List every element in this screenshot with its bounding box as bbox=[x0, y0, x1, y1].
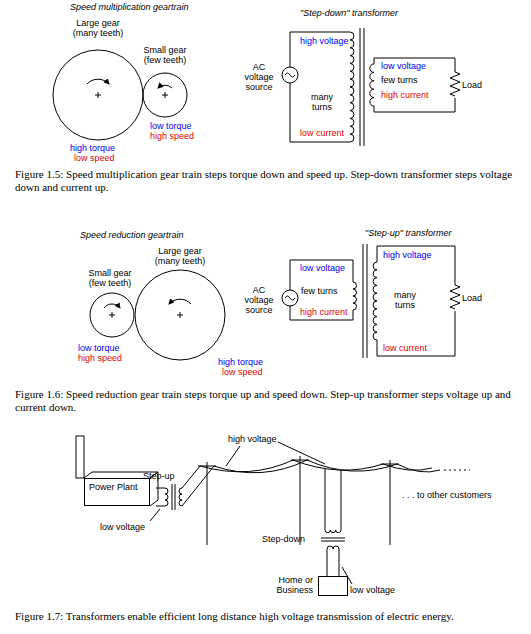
voltage-label: high voltage bbox=[300, 36, 349, 46]
load-resistor bbox=[450, 285, 460, 309]
gear-center bbox=[109, 312, 183, 318]
figure-caption: Figure 1.7: Transformers enable efficien… bbox=[15, 610, 520, 623]
plant-faces bbox=[84, 472, 158, 506]
figure-title: "Step-down" transformer bbox=[300, 8, 398, 18]
ac-sine bbox=[285, 296, 295, 300]
turns-label: few turns bbox=[381, 75, 418, 85]
turns-label: many turns bbox=[385, 290, 425, 310]
primary-wire bbox=[290, 260, 353, 320]
speed-label: low speed bbox=[222, 367, 263, 377]
transformer-core bbox=[363, 244, 367, 358]
gear-center bbox=[95, 92, 168, 98]
voltage-label: high voltage bbox=[383, 250, 432, 260]
rotation-arrow bbox=[87, 79, 109, 84]
figure-title: "Step-up" transformer bbox=[365, 228, 451, 238]
drop-wire bbox=[325, 469, 341, 530]
current-label: high current bbox=[381, 90, 429, 100]
voltage-label: low voltage bbox=[381, 61, 426, 71]
utility-pole bbox=[198, 456, 399, 545]
ac-sine bbox=[285, 73, 295, 77]
torque-label: low torque bbox=[150, 121, 192, 131]
leader-line bbox=[226, 442, 325, 466]
torque-label: high torque bbox=[70, 143, 115, 153]
service-wire bbox=[327, 549, 339, 576]
voltage-label: low voltage bbox=[100, 522, 145, 532]
transformer-core bbox=[360, 28, 364, 146]
torque-label: low torque bbox=[78, 343, 120, 353]
power-plant: Power Plant bbox=[84, 478, 150, 506]
turns-label: few turns bbox=[301, 286, 338, 296]
part-label: Large gear (many teeth) bbox=[150, 246, 210, 266]
coil-winding bbox=[353, 282, 357, 310]
speed-label: high speed bbox=[150, 131, 194, 141]
part-label: Large gear (many teeth) bbox=[63, 18, 133, 38]
current-label: low current bbox=[383, 343, 427, 353]
turns-label: many turns bbox=[302, 92, 342, 112]
coil-winding bbox=[373, 262, 377, 340]
figure-caption: Figure 1.5: Speed multiplication gear tr… bbox=[15, 168, 520, 194]
chimney bbox=[76, 436, 84, 478]
rotation-arrow bbox=[104, 304, 120, 308]
plant-wire bbox=[156, 488, 165, 506]
coil-winding bbox=[325, 530, 341, 533]
coil-winding bbox=[370, 64, 374, 106]
voltage-label: low voltage bbox=[350, 585, 395, 595]
stepup-wire bbox=[182, 466, 214, 506]
figure-title: Speed reduction geartrain bbox=[80, 230, 184, 240]
line-label: high voltage bbox=[228, 434, 277, 444]
load-resistor bbox=[450, 72, 460, 96]
note-label: . . . to other customers bbox=[402, 490, 492, 500]
figure-1-7 bbox=[76, 436, 470, 584]
home-box: Home or Business bbox=[318, 576, 348, 596]
coil-winding bbox=[165, 488, 168, 506]
node-label: Home or Business bbox=[261, 575, 313, 595]
ac-source bbox=[282, 290, 298, 306]
coil-winding bbox=[327, 546, 339, 549]
current-label: high current bbox=[300, 307, 348, 317]
transformer-label: Step-down bbox=[262, 534, 305, 544]
load-label: Load bbox=[462, 80, 482, 90]
figure-1-5 bbox=[53, 28, 460, 146]
coil-winding bbox=[350, 32, 354, 142]
torque-label: high torque bbox=[218, 357, 263, 367]
ac-source bbox=[282, 67, 298, 83]
leader-line bbox=[150, 509, 160, 521]
speed-label: high speed bbox=[78, 353, 122, 363]
node-label: Power Plant bbox=[85, 479, 149, 495]
coil-winding bbox=[179, 488, 182, 506]
primary-wire bbox=[290, 32, 350, 142]
voltage-label: low voltage bbox=[300, 263, 345, 273]
figure-caption: Figure 1.6: Speed reduction gear train s… bbox=[15, 388, 520, 414]
rotation-arrow bbox=[158, 85, 172, 88]
secondary-wire bbox=[374, 58, 455, 112]
source-label: AC voltage source bbox=[240, 62, 278, 92]
current-label: low current bbox=[300, 128, 344, 138]
figure-1-6 bbox=[90, 244, 460, 360]
part-label: Small gear (few teeth) bbox=[80, 268, 140, 288]
transformer-core bbox=[321, 538, 345, 541]
speed-label: low speed bbox=[74, 153, 115, 163]
part-label: Small gear (few teeth) bbox=[135, 45, 195, 65]
rotation-arrow bbox=[169, 299, 191, 304]
figure-title: Speed multiplication geartrain bbox=[70, 2, 189, 12]
power-line-continued bbox=[444, 470, 470, 471]
load-label: Load bbox=[462, 293, 482, 303]
transformer-core bbox=[172, 484, 175, 510]
source-label: AC voltage source bbox=[240, 285, 278, 315]
secondary-wire bbox=[377, 246, 455, 356]
